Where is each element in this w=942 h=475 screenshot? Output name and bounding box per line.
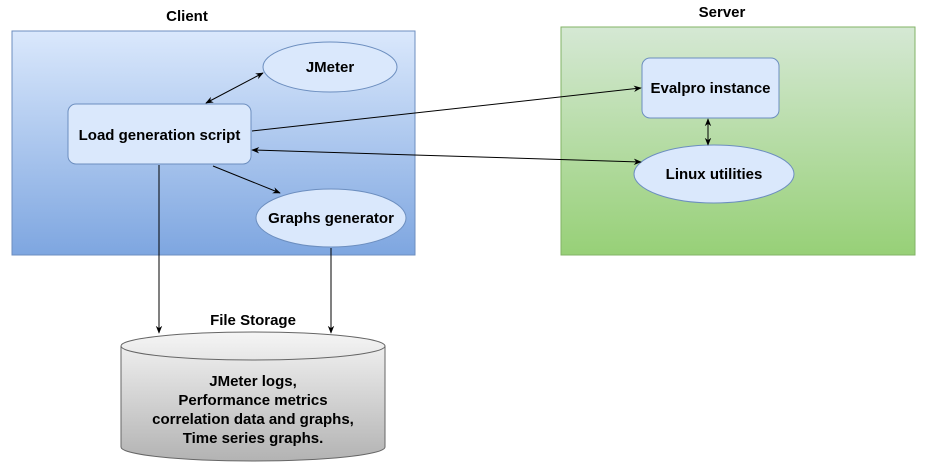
file-storage-cylinder [120,331,386,462]
arrow-script-linux [251,147,642,165]
storage-line-3: correlation data and graphs, [152,411,354,428]
file-storage-title: File Storage [210,312,296,329]
jmeter-label: JMeter [306,59,355,76]
load-script-node [67,103,252,165]
client-title: Client [166,8,208,25]
jmeter-node [262,41,398,93]
linux-utilities-label: Linux utilities [666,166,763,183]
graphs-generator-label: Graphs generator [268,210,394,227]
storage-line-4: Time series graphs. [183,430,324,447]
linux-utilities-node [633,144,795,204]
evalpro-label: Evalpro instance [650,80,770,97]
evalpro-node [641,57,780,119]
arrow-script-graphs [212,165,281,194]
storage-line-1: JMeter logs, [209,373,297,390]
arrow-script-jmeter [205,72,264,104]
graphs-generator-node [255,188,407,248]
storage-line-2: Performance metrics [178,392,327,409]
file-storage-rim [120,345,386,361]
load-script-label: Load generation script [79,127,241,144]
arrow-script-evalpro [251,85,642,132]
server-title: Server [699,4,746,21]
